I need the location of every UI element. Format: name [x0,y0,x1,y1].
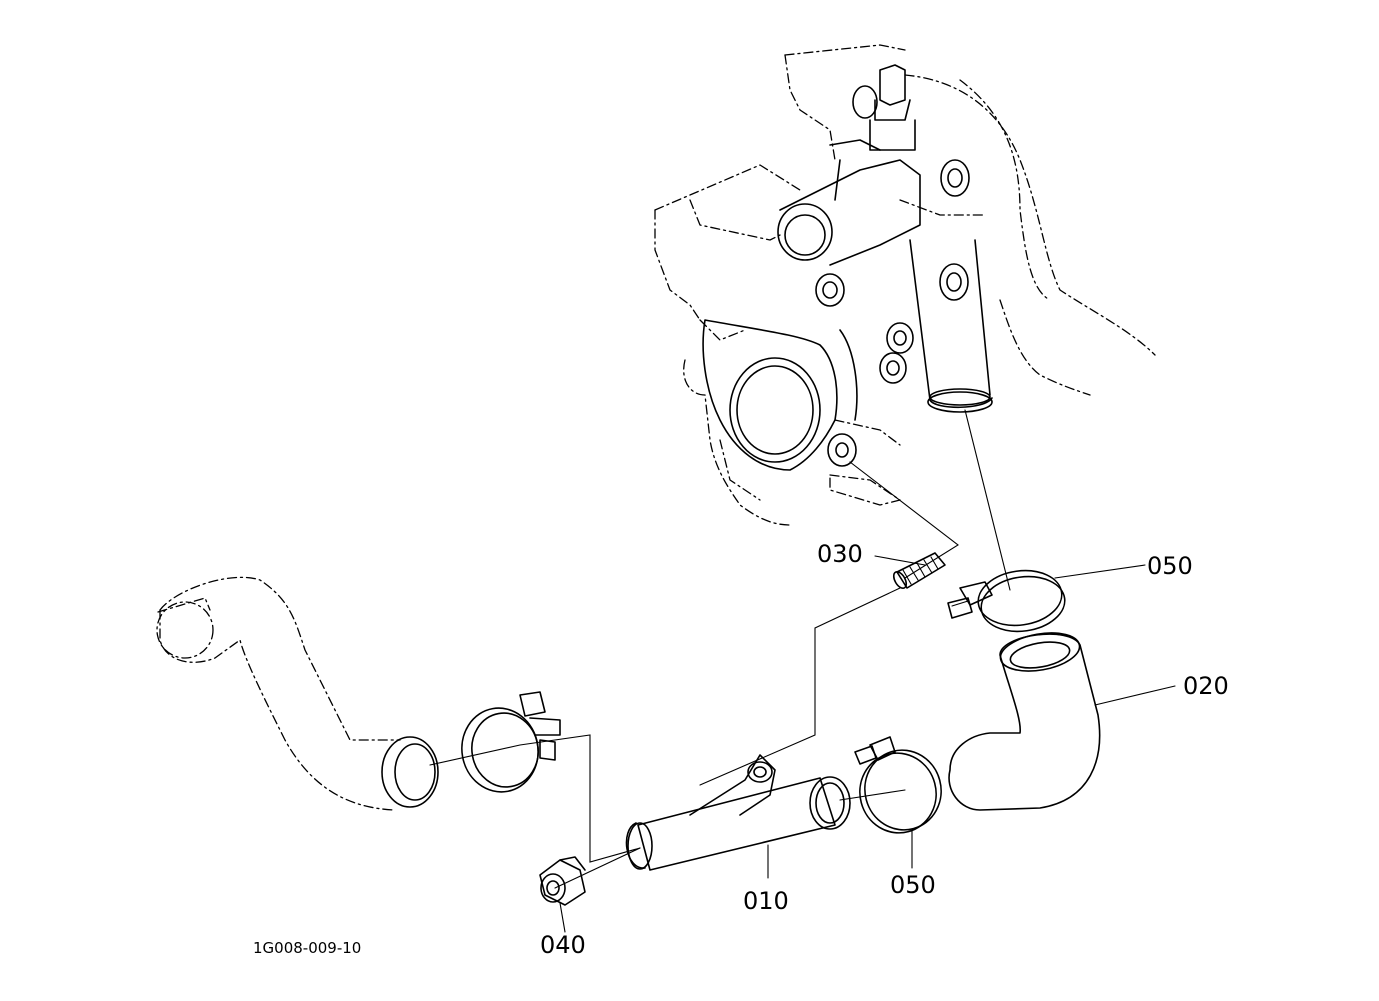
callout-030: 030 [817,540,863,568]
callout-040: 040 [540,931,586,959]
callout-050-upper: 050 [1147,552,1193,580]
engine-housing [654,44,1156,526]
hose-clamp-lower [854,736,942,834]
leader-lines [429,409,1176,933]
figure-code: 1G008-009-10 [253,939,361,957]
left-hose [156,576,561,811]
nut-part-040 [539,856,586,906]
callout-020: 020 [1183,672,1229,700]
callout-050-lower: 050 [890,871,936,899]
callout-010: 010 [743,887,789,915]
hose-part-020 [948,632,1101,811]
hose-clamp-upper [947,569,1066,633]
pipe-part-010 [625,754,851,871]
